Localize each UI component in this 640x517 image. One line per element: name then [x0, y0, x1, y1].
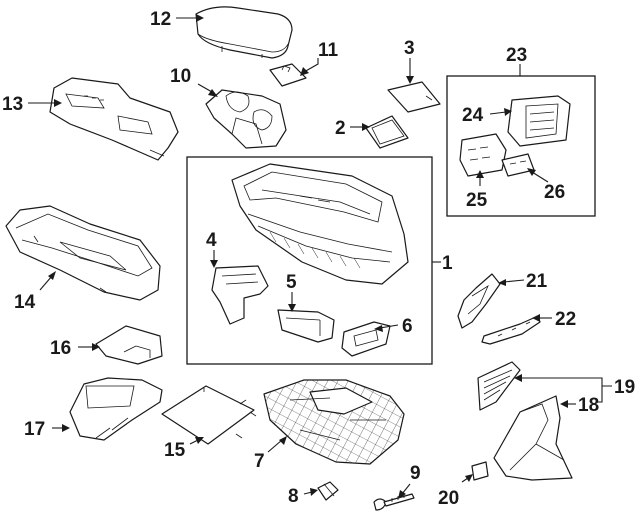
part-11-clip — [269, 63, 307, 87]
callout-18: 18 — [578, 395, 599, 416]
callout-7: 7 — [254, 451, 265, 472]
part-3-panel — [387, 81, 441, 113]
callout-1: 1 — [442, 253, 453, 274]
leader-lines — [28, 14, 612, 499]
part-19-vent-grille — [477, 361, 521, 411]
callout-19: 19 — [614, 377, 635, 398]
callout-14: 14 — [14, 292, 36, 313]
part-1-console-body — [231, 163, 409, 285]
callout-2: 2 — [335, 118, 346, 139]
callout-4: 4 — [206, 230, 217, 251]
part-14-side-panel — [5, 205, 161, 301]
part-26-switch — [501, 153, 535, 177]
callout-21: 21 — [526, 271, 548, 292]
callout-24: 24 — [462, 105, 484, 126]
callout-3: 3 — [404, 38, 415, 59]
part-10-cupholder-insert — [205, 89, 287, 149]
callout-13: 13 — [2, 94, 23, 115]
callout-20: 20 — [438, 488, 459, 509]
part-24-bezel — [507, 95, 571, 147]
part-4-bracket — [211, 265, 269, 325]
box-1-frame — [186, 156, 433, 365]
part-20-tab — [471, 461, 489, 481]
part-12-armrest-lid — [195, 6, 293, 59]
part-25-switch-module — [459, 133, 507, 177]
callout-labels: 12 11 10 13 3 2 23 24 25 26 1 4 5 6 14 2… — [2, 9, 635, 509]
callout-11: 11 — [318, 40, 339, 61]
part-9-screw — [373, 493, 415, 511]
part-7-storage-bin — [263, 379, 405, 465]
callout-8: 8 — [288, 486, 299, 507]
part-16-cover — [95, 325, 163, 365]
callout-16: 16 — [50, 338, 71, 359]
box-23-frame — [446, 75, 596, 217]
callout-15: 15 — [164, 440, 186, 461]
part-6-switch-housing — [341, 321, 391, 357]
part-13-shifter-trim — [49, 77, 179, 161]
callout-26: 26 — [544, 182, 565, 203]
part-22-strip — [481, 315, 541, 345]
part-5-clip-bracket — [277, 309, 335, 343]
part-18-end-trim — [493, 395, 573, 481]
part-2-tray-mat — [365, 115, 409, 149]
callout-5: 5 — [286, 272, 297, 293]
callout-9: 9 — [410, 463, 421, 484]
part-17-rear-panel — [69, 377, 163, 441]
part-8-push-pin — [317, 481, 339, 501]
callout-6: 6 — [402, 316, 413, 337]
callout-22: 22 — [555, 309, 576, 330]
callout-23: 23 — [506, 45, 527, 66]
callout-12: 12 — [150, 9, 171, 30]
part-15-liner — [161, 385, 257, 445]
part-21-trim — [457, 273, 501, 329]
callout-17: 17 — [24, 419, 45, 440]
callout-25: 25 — [466, 190, 488, 211]
callout-10: 10 — [170, 66, 191, 87]
